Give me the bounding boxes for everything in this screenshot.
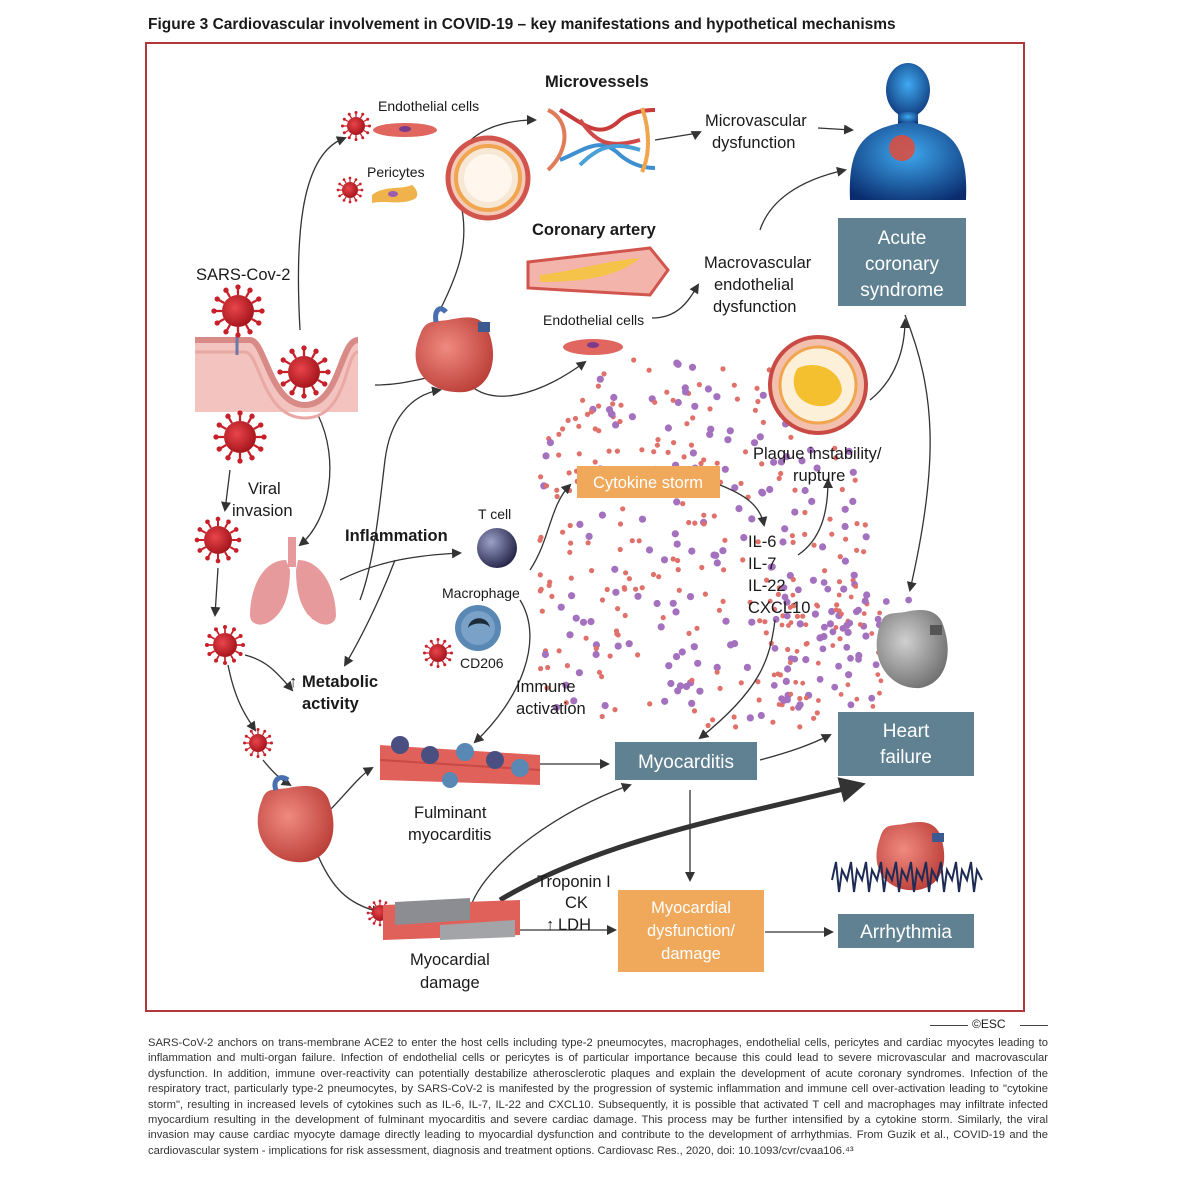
box-acs-line1: Acute — [878, 228, 927, 249]
box-hf-line2: failure — [880, 747, 932, 768]
label-endothelial-cells: Endothelial cells — [378, 98, 479, 114]
box-cytokine-storm: Cytokine storm — [577, 466, 720, 498]
coronary-artery-icon — [526, 246, 670, 297]
macrophage-icon — [455, 605, 501, 651]
heavy-arrow — [498, 777, 866, 903]
figure-caption: SARS-CoV-2 anchors on trans-membrane ACE… — [148, 1037, 1048, 1157]
box-myocarditis: Myocarditis — [615, 742, 757, 780]
label-immune: Immune — [516, 678, 576, 696]
virus-icon — [243, 728, 273, 758]
box-acs-line3: syndrome — [860, 280, 943, 301]
label-microvascular: Microvascular — [705, 112, 807, 130]
virus-icon — [205, 625, 245, 665]
box-myocarditis-label: Myocarditis — [638, 752, 734, 773]
label-troponin: Troponin I — [537, 873, 611, 891]
heart-icon — [257, 775, 334, 863]
label-cxcl10: CXCL10 — [748, 599, 810, 617]
vessel-cross-section-icon — [445, 135, 531, 221]
label-plaque-instability: Plaque instability/ — [753, 445, 882, 463]
human-body-icon — [849, 63, 967, 200]
heart-icon — [415, 306, 494, 393]
label-cd206: CD206 — [460, 655, 504, 671]
endothelial-cell-icon — [373, 123, 437, 137]
ecg-waveform-icon — [831, 861, 983, 893]
cell-membrane-icon — [195, 335, 359, 420]
box-md-line1: Myocardial — [651, 899, 731, 917]
virus-icon — [423, 638, 453, 668]
connector-arrows — [210, 115, 931, 937]
box-arrhythmia: Arrhythmia — [838, 914, 974, 948]
box-arrhythmia-label: Arrhythmia — [860, 922, 952, 943]
label-activity: activity — [302, 695, 360, 713]
virus-icon — [213, 410, 267, 464]
myocardial-tissue-icon — [379, 736, 541, 788]
label-metabolic: Metabolic — [302, 673, 378, 691]
box-md-line3: damage — [661, 945, 721, 963]
virus-icon — [336, 176, 364, 204]
virus-icon — [211, 284, 265, 338]
label-macrophage: Macrophage — [442, 585, 520, 601]
label-macrovascular: Macrovascular — [704, 254, 812, 272]
box-cytokine-label: Cytokine storm — [593, 474, 703, 492]
label-microvessels: Microvessels — [545, 73, 649, 91]
label-myocardial: Myocardial — [410, 951, 490, 969]
label-endothelial: endothelial — [714, 276, 794, 294]
label-ck: CK — [565, 894, 588, 912]
label-pericytes: Pericytes — [367, 164, 425, 180]
copyright-rule-right — [1020, 1025, 1048, 1026]
box-acs-line2: coronary — [865, 254, 939, 275]
virus-icon — [277, 345, 331, 399]
label-activation: activation — [516, 700, 586, 718]
box-heart-failure: Heart failure — [838, 712, 974, 776]
virus-icon — [194, 516, 242, 564]
label-microvascular-dysfunction: dysfunction — [712, 134, 795, 152]
box-acute-coronary-syndrome: Acute coronary syndrome — [838, 218, 966, 306]
copyright-rule-left — [930, 1025, 968, 1026]
label-up-arrow-ldh: ↑ — [546, 916, 554, 934]
label-damage: damage — [420, 974, 480, 992]
figure-title: Figure 3 Cardiovascular involvement in C… — [148, 16, 896, 33]
label-macrovascular-dysfunction: dysfunction — [713, 298, 796, 316]
label-il22: IL-22 — [748, 577, 786, 595]
virus-icon — [341, 111, 371, 141]
label-t-cell: T cell — [478, 506, 511, 522]
box-md-line2: dysfunction/ — [647, 922, 735, 940]
label-inflammation: Inflammation — [345, 527, 448, 545]
label-endothelial-cells-2: Endothelial cells — [543, 312, 644, 328]
label-viral: Viral — [248, 480, 281, 498]
copyright-label: ©ESC — [970, 1017, 1008, 1031]
label-myocarditis: myocarditis — [408, 826, 491, 844]
pericyte-icon — [372, 185, 418, 203]
label-up-arrow: ↑ — [289, 673, 297, 691]
label-fulminant: Fulminant — [414, 804, 487, 822]
label-il7: IL-7 — [748, 555, 776, 573]
heart-icon — [876, 610, 948, 689]
label-coronary-artery: Coronary artery — [532, 221, 657, 239]
plaque-icon — [768, 335, 868, 435]
label-ldh: LDH — [558, 916, 591, 934]
box-hf-line1: Heart — [883, 721, 930, 742]
lungs-icon — [250, 537, 336, 625]
figure-frame — [145, 42, 1025, 1012]
capillary-network-icon — [546, 107, 656, 173]
box-myocardial-dysfunction: Myocardial dysfunction/ damage — [618, 890, 764, 972]
myocardial-tissue-icon — [383, 898, 520, 940]
t-cell-icon — [477, 528, 517, 568]
endothelial-cell-icon — [563, 339, 623, 355]
label-invasion: invasion — [232, 502, 293, 520]
label-sars-cov-2: SARS-Cov-2 — [196, 266, 290, 284]
label-il6: IL-6 — [748, 533, 776, 551]
label-rupture: rupture — [793, 467, 845, 485]
